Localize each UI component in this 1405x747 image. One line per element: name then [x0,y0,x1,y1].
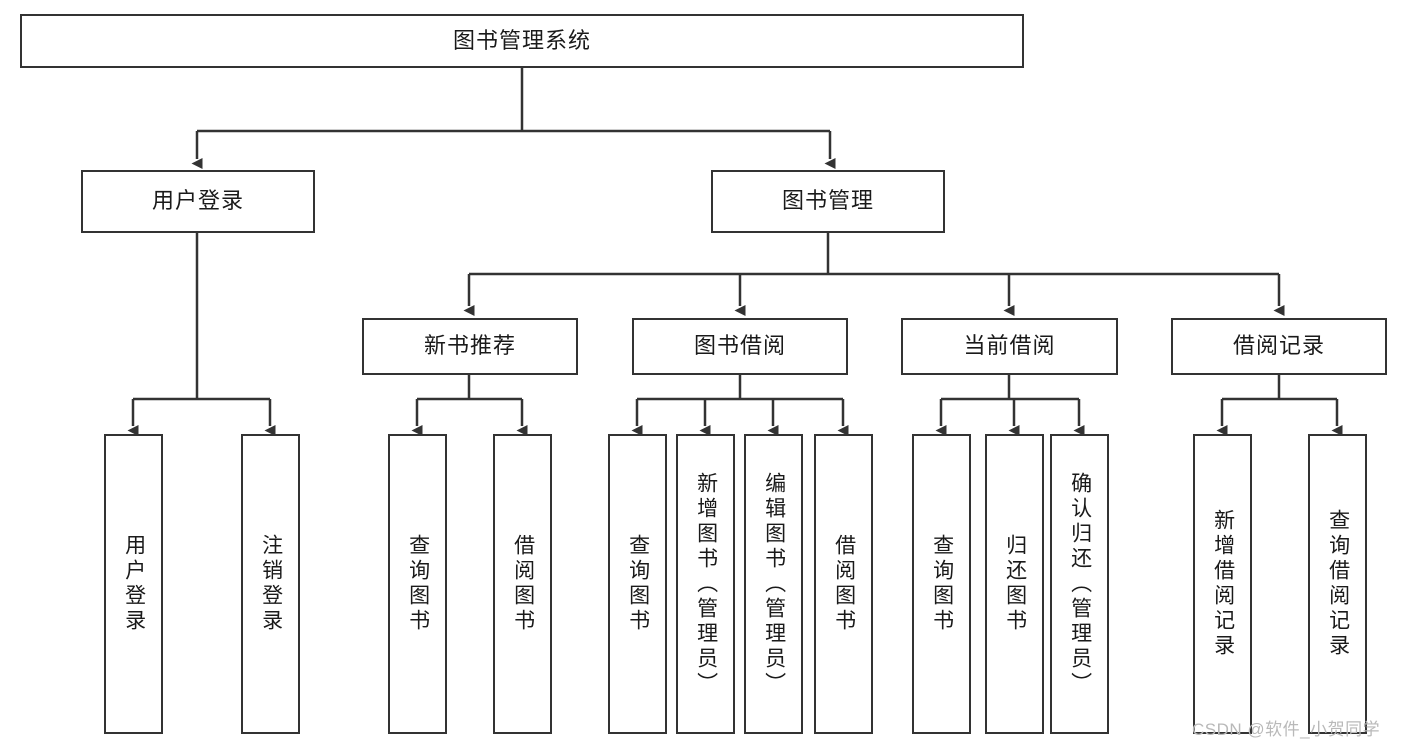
node-book-borrow[interactable]: 图书借阅 [632,318,848,375]
node-label: 借阅记录 [1232,333,1325,359]
node-leaf-borrow-book-1[interactable]: 借阅图书 [493,434,552,734]
node-label: 查询借阅记录 [1326,509,1350,659]
node-borrow-record[interactable]: 借阅记录 [1171,318,1387,375]
node-label: 归还图书 [1003,534,1027,634]
node-label: 图书管理 [781,188,874,214]
node-label: 借阅图书 [832,534,856,634]
node-user-login[interactable]: 用户登录 [81,170,315,233]
node-leaf-return-book[interactable]: 归还图书 [985,434,1044,734]
node-leaf-add-record[interactable]: 新增借阅记录 [1193,434,1252,734]
node-leaf-user-logout[interactable]: 注销登录 [241,434,300,734]
node-label: 新增图书（管理员） [694,471,718,697]
node-label: 新增借阅记录 [1211,509,1235,659]
node-leaf-add-book[interactable]: 新增图书（管理员） [676,434,735,734]
node-leaf-query-record[interactable]: 查询借阅记录 [1308,434,1367,734]
node-label: 查询图书 [406,534,430,634]
node-label: 用户登录 [151,188,244,214]
node-label: 注销登录 [259,534,283,634]
node-leaf-query-book-2[interactable]: 查询图书 [608,434,667,734]
node-new-book-recommend[interactable]: 新书推荐 [362,318,578,375]
node-label: 确认归还（管理员） [1068,471,1092,697]
node-current-borrow[interactable]: 当前借阅 [901,318,1118,375]
node-label: 图书管理系统 [452,27,591,53]
node-leaf-edit-book[interactable]: 编辑图书（管理员） [744,434,803,734]
node-leaf-confirm-return[interactable]: 确认归还（管理员） [1050,434,1109,734]
node-label: 查询图书 [626,534,650,634]
node-leaf-borrow-book-2[interactable]: 借阅图书 [814,434,873,734]
watermark-text: CSDN @软件_小贺同学 [1192,720,1381,739]
node-label: 用户登录 [122,534,146,634]
node-book-management-system[interactable]: 图书管理系统 [20,14,1024,68]
node-label: 查询图书 [930,534,954,634]
node-leaf-user-login[interactable]: 用户登录 [104,434,163,734]
node-label: 编辑图书（管理员） [762,471,786,697]
node-leaf-query-book-1[interactable]: 查询图书 [388,434,447,734]
node-label: 当前借阅 [963,333,1056,359]
node-book-management[interactable]: 图书管理 [711,170,945,233]
node-label: 借阅图书 [511,534,535,634]
node-label: 新书推荐 [423,333,516,359]
node-label: 图书借阅 [693,333,786,359]
node-leaf-query-book-3[interactable]: 查询图书 [912,434,971,734]
